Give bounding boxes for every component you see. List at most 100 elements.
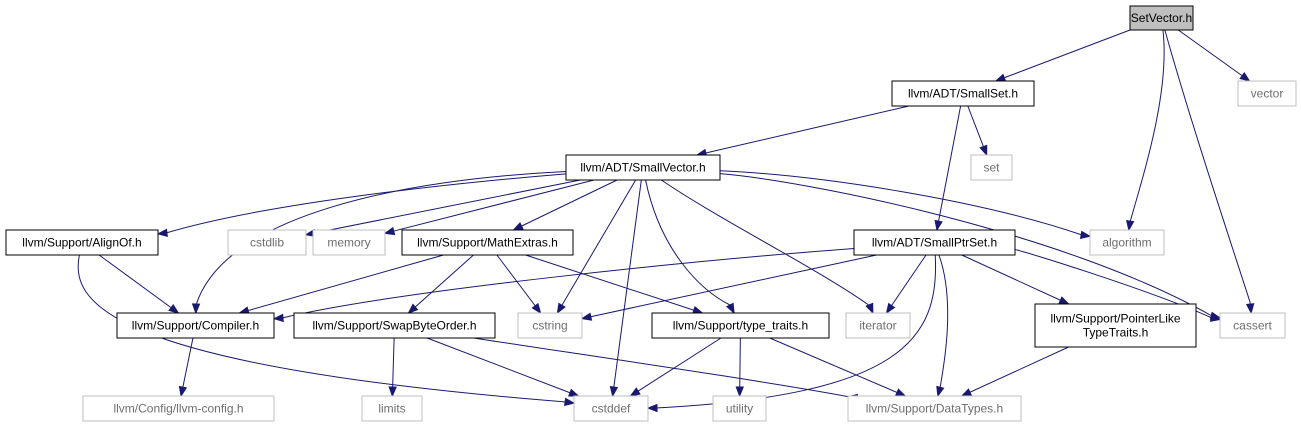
node-label: limits	[378, 402, 405, 416]
node-label: llvm/ADT/SmallVector.h	[580, 161, 705, 175]
edge-smallvector-to-algorithm	[719, 170, 1092, 239]
node-box	[970, 154, 1013, 181]
edge-line	[1014, 249, 1221, 320]
node-label: llvm/Support/AlignOf.h	[22, 236, 141, 250]
arrowhead	[272, 313, 284, 323]
edge-line	[936, 105, 962, 231]
edge-line	[937, 254, 949, 397]
node-label: utility	[726, 402, 753, 416]
arrowhead	[407, 303, 419, 314]
node-label: llvm/Support/DataTypes.h	[866, 402, 1003, 416]
node-cstddef: cstddef	[573, 395, 649, 422]
node-label: llvm/ADT/SmallSet.h	[908, 87, 1018, 101]
edge-swapbyteorder-to-limits	[388, 337, 397, 398]
node-label: SetVector.h	[1131, 11, 1192, 25]
node-label: vector	[1251, 87, 1284, 101]
edge-setvector-to-vector	[1177, 29, 1251, 82]
arrowhead	[994, 73, 1007, 82]
edge-line	[719, 173, 1221, 319]
arrowhead	[1239, 72, 1251, 82]
node-label: cstring	[532, 319, 567, 333]
arrowhead	[960, 388, 973, 397]
node-box	[1034, 303, 1197, 348]
node-smallvector[interactable]: llvm/ADT/SmallVector.h	[565, 154, 721, 181]
arrowhead	[512, 222, 524, 231]
arrowhead	[646, 403, 658, 413]
node-smallptrset[interactable]: llvm/ADT/SmallPtrSet.h	[853, 229, 1016, 256]
node-box	[227, 229, 307, 256]
arrowhead	[735, 386, 744, 398]
edge-smallvector-to-memory	[383, 179, 595, 236]
edge-compiler-to-llvmconfig	[178, 337, 194, 398]
node-llvmconfig: llvm/Config/llvm-config.h	[82, 395, 275, 422]
node-swapbyteorder[interactable]: llvm/Support/SwapByteOrder.h	[293, 312, 496, 339]
arrowhead	[191, 303, 201, 315]
node-box	[5, 229, 159, 256]
node-typetraits[interactable]: llvm/Support/type_traits.h	[651, 312, 830, 339]
edge-pointerlike-to-datatypes	[960, 346, 1069, 397]
node-label: set	[983, 161, 1000, 175]
node-label: llvm/Support/Compiler.h	[132, 319, 259, 333]
edge-line	[391, 337, 395, 397]
node-smallset[interactable]: llvm/ADT/SmallSet.h	[891, 80, 1035, 107]
edge-line	[739, 337, 741, 397]
edge-line	[696, 105, 910, 156]
arrowhead	[1126, 219, 1135, 232]
edge-line	[157, 173, 567, 235]
node-box	[82, 395, 275, 422]
node-box	[1219, 312, 1286, 339]
node-box	[517, 312, 583, 339]
edge-smallvector-to-cstring	[556, 179, 637, 315]
edge-smallset-to-smallptrset	[934, 105, 962, 232]
node-label: iterator	[859, 319, 896, 333]
edge-smallvector-to-compiler	[191, 170, 567, 315]
node-mathextras[interactable]: llvm/Support/MathExtras.h	[401, 229, 574, 256]
node-box	[116, 312, 275, 339]
edge-line	[556, 179, 637, 314]
arrowhead	[936, 385, 945, 398]
arrowhead	[629, 387, 641, 397]
edge-typetraits-to-utility	[735, 337, 744, 398]
node-box	[401, 229, 574, 256]
arrowhead	[568, 388, 580, 397]
node-alignof[interactable]: llvm/Support/AlignOf.h	[5, 229, 159, 256]
edge-setvector-to-smallset	[994, 29, 1131, 82]
edge-line	[1128, 29, 1165, 231]
edge-line	[961, 254, 1069, 305]
edge-smallset-to-set	[967, 105, 988, 157]
edges-layer	[77, 29, 1255, 413]
edge-line	[995, 29, 1131, 82]
edge-line	[273, 248, 855, 320]
arrowhead	[178, 385, 188, 398]
node-box	[845, 312, 911, 339]
edge-line	[239, 254, 444, 314]
arrowhead	[556, 302, 566, 315]
node-limits: limits	[361, 395, 423, 422]
node-label: cstdlib	[250, 236, 284, 250]
node-utility: utility	[712, 395, 767, 422]
edge-line	[408, 254, 474, 314]
arrowhead	[934, 219, 943, 232]
edge-line	[630, 337, 722, 397]
node-compiler[interactable]: llvm/Support/Compiler.h	[116, 312, 275, 339]
node-label: llvm/Support/SwapByteOrder.h	[312, 319, 476, 333]
arrowhead	[1245, 303, 1255, 315]
edge-line	[886, 254, 927, 314]
arrowhead	[726, 302, 735, 315]
arrowhead	[894, 388, 907, 397]
edge-smallptrset-to-iterator	[885, 254, 927, 315]
edge-line	[645, 179, 735, 314]
node-label: llvm/Support/MathExtras.h	[417, 236, 558, 250]
arrowhead	[1058, 296, 1070, 305]
edge-smallvector-to-cstdlib	[304, 179, 581, 238]
node-cstring: cstring	[517, 312, 583, 339]
edge-smallptrset-to-cassert	[1014, 249, 1222, 322]
arrowhead	[156, 228, 168, 238]
node-algorithm: algorithm	[1089, 229, 1165, 256]
node-datatypes: llvm/Support/DataTypes.h	[847, 395, 1022, 422]
node-box	[891, 80, 1035, 107]
edge-line	[426, 337, 579, 397]
